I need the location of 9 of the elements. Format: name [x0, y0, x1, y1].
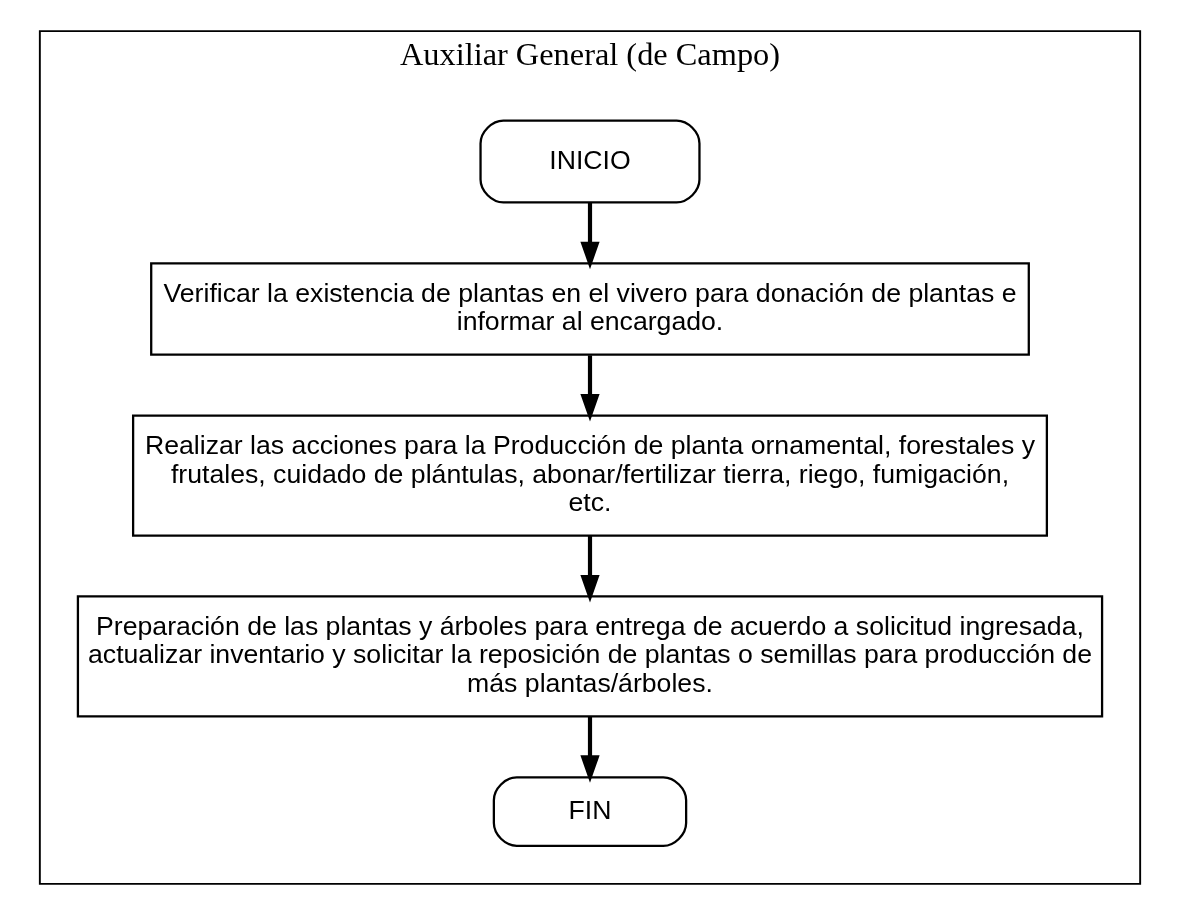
node-box: Preparación de las plantas y árboles para entrega de acuerdo a solicitud ingresada, actualizar inventario y solicitar la reposición de plantas o semillas para producción de más plantas/árboles. — [76, 595, 1104, 718]
node-box: INICIO — [479, 119, 701, 204]
node-box: FIN — [492, 776, 688, 847]
arrow — [580, 202, 600, 270]
arrow — [580, 535, 600, 603]
node-box: Realizar las acciones para la Producción de planta ornamental, forestales y frutales, cuidado de plántulas, abonar/fertilizar tierra, riego, fumigación, etc. — [132, 414, 1049, 537]
arrow — [580, 355, 600, 422]
node-box: Verificar la existencia de plantas en el vivero para donación de plantas e informar al encargado. — [150, 262, 1030, 356]
arrow — [580, 716, 600, 783]
